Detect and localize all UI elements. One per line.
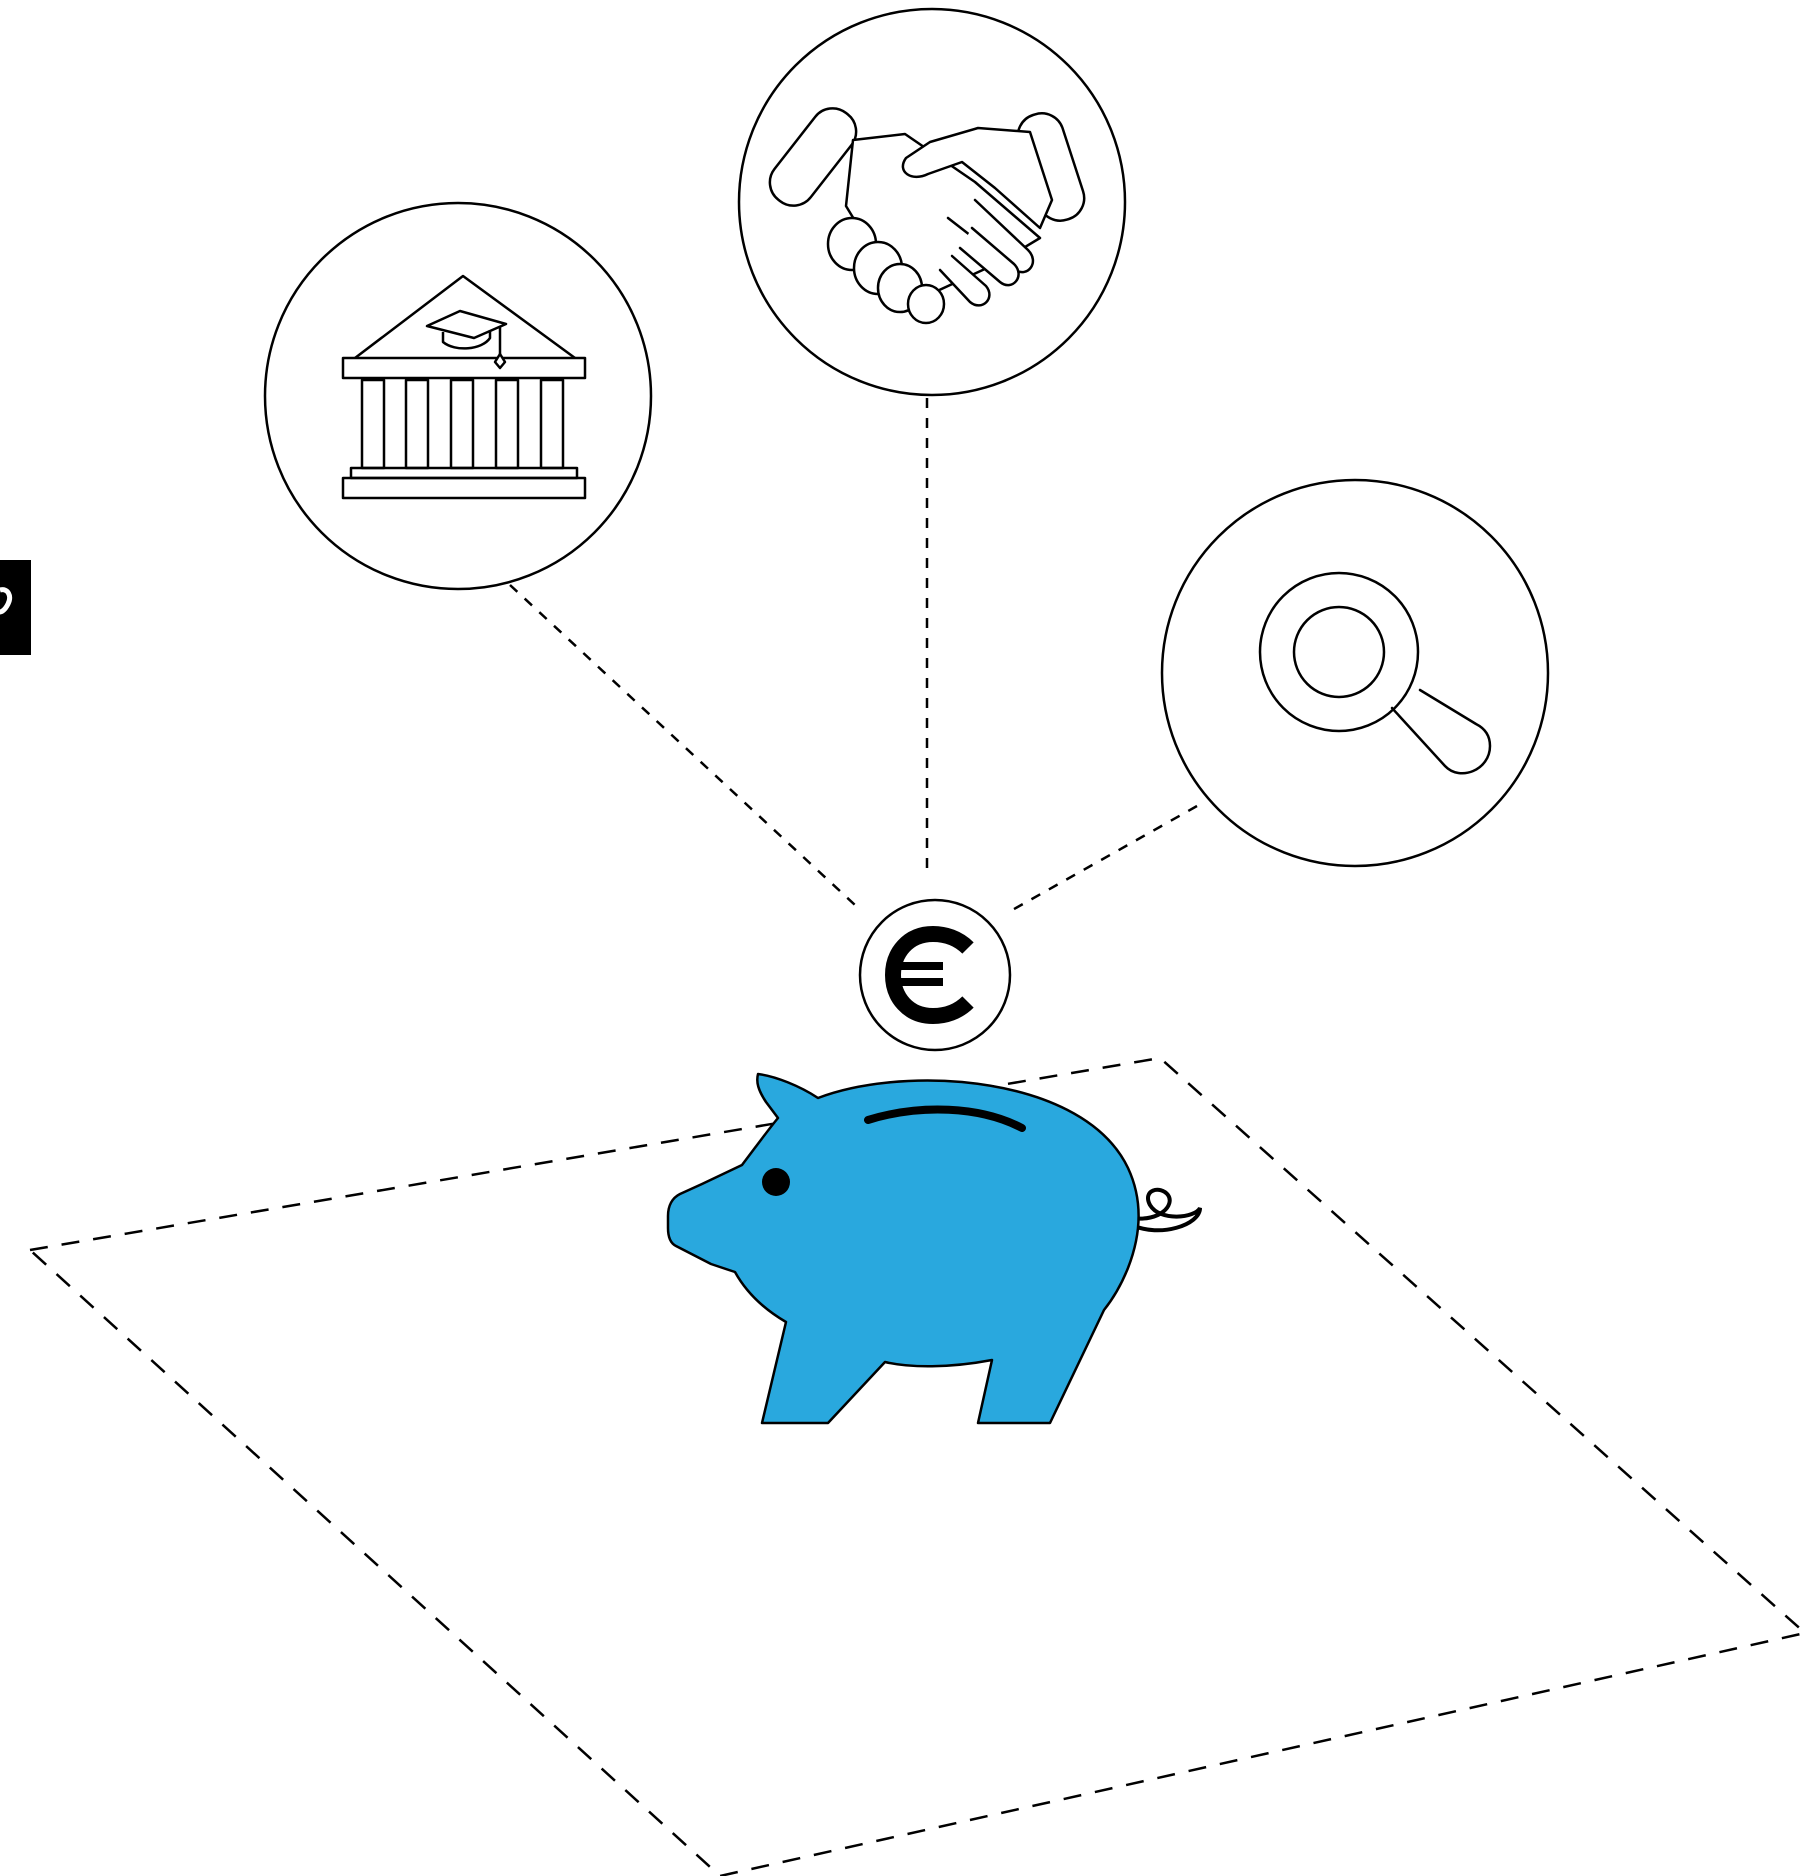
piggy-coin-slot xyxy=(864,1105,1026,1132)
dashed-floor-plane xyxy=(27,1056,1807,1876)
node-handshake xyxy=(737,7,1127,397)
handshake-icon xyxy=(768,107,1086,325)
piggy-tail xyxy=(1130,1187,1202,1233)
euro-coin-icon xyxy=(884,925,974,1025)
node-euro-coin xyxy=(858,898,1012,1052)
piggy-eye xyxy=(762,1168,790,1196)
edge-marker xyxy=(0,560,31,655)
node-search xyxy=(1160,478,1550,868)
university-graduation-cap-icon xyxy=(341,274,587,500)
piggy-bank-icon xyxy=(666,1072,1202,1425)
connector-university xyxy=(509,584,856,906)
piggy-body xyxy=(666,1072,1140,1425)
connector-search xyxy=(1006,804,1198,915)
magnifying-glass-icon xyxy=(1258,571,1492,775)
node-university xyxy=(263,201,653,591)
connector-lines xyxy=(509,398,1198,915)
